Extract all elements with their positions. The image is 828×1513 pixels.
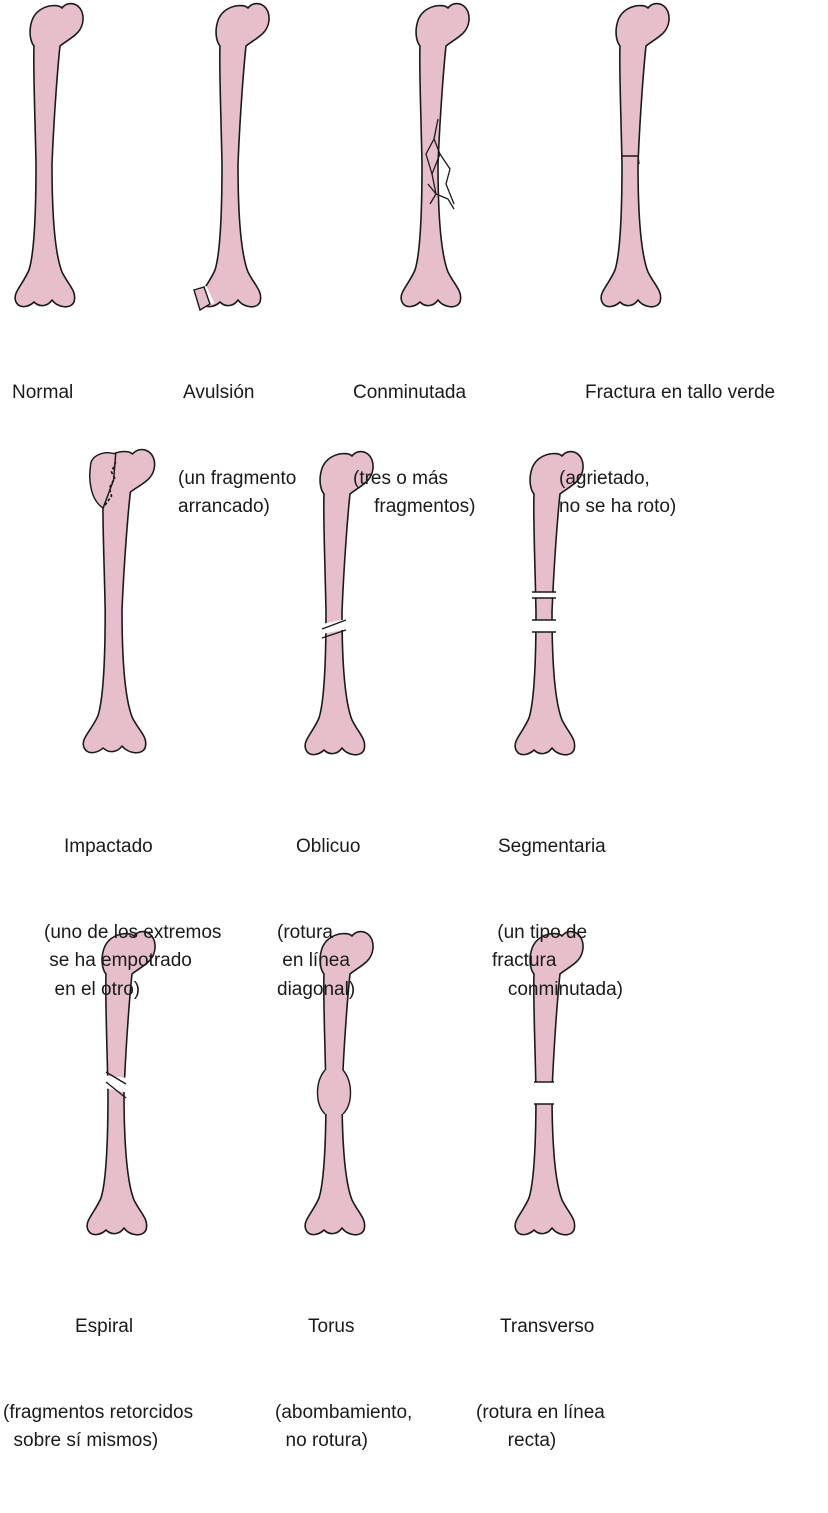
- title-comminuted: Conminutada: [353, 382, 467, 403]
- title-avulsion: Avulsión: [183, 382, 255, 403]
- caption-segmental: Segmentaria (un tipo de fractura conminu…: [492, 776, 623, 1061]
- detail-oblique: (rotura en línea diagonal): [277, 921, 356, 1000]
- caption-transverse: Transverso (rotura en línea recta): [476, 1256, 605, 1513]
- caption-torus: Torus (abombamiento, no rotura): [275, 1256, 412, 1513]
- title-greenstick: Fractura en tallo verde: [585, 382, 776, 403]
- detail-transverse: (rotura en línea recta): [476, 1401, 605, 1452]
- title-torus: Torus: [308, 1316, 355, 1337]
- title-transverse: Transverso: [500, 1316, 595, 1337]
- fracture-types-diagram: Normal Avulsión (un fragmento arrancado)…: [3, 2, 776, 1451]
- detail-comminuted: (tres o más fragmentos): [353, 467, 476, 518]
- bone-greenstick: [600, 2, 670, 308]
- detail-impacted: (uno de los extremos se ha empotrado en …: [44, 921, 222, 1000]
- title-oblique: Oblicuo: [296, 836, 361, 857]
- bone-comminuted: [400, 2, 470, 308]
- bone-segmental: [514, 450, 584, 756]
- impacted-head: [89, 452, 117, 510]
- caption-impacted: Impactado (uno de los extremos se ha emp…: [44, 776, 221, 1061]
- detail-spiral: (fragmentos retorcidos sobre sí mismos): [3, 1401, 194, 1452]
- caption-normal: Normal: [12, 322, 73, 465]
- caption-oblique: Oblicuo (rotura en línea diagonal): [262, 776, 360, 1061]
- bone-avulsion: [193, 2, 270, 312]
- caption-greenstick: Fractura en tallo verde (agrietado, no s…: [559, 322, 776, 579]
- bone-oblique: [304, 450, 374, 756]
- detail-avulsion: (un fragmento arrancado): [178, 467, 297, 518]
- detail-torus: (abombamiento, no rotura): [275, 1401, 413, 1452]
- title-segmental: Segmentaria: [498, 836, 606, 857]
- detail-segmental: (un tipo de fractura conminutada): [492, 921, 623, 1000]
- bone-illustrations: [14, 2, 670, 1236]
- bone-impacted: [82, 448, 156, 754]
- torus-bulge: [316, 1069, 352, 1115]
- title-normal: Normal: [12, 382, 74, 403]
- avulsion-fragment: [193, 286, 211, 312]
- bone-normal: [14, 2, 84, 308]
- comminuted-cracks: [425, 118, 455, 210]
- title-impacted: Impactado: [64, 836, 153, 857]
- title-spiral: Espiral: [75, 1316, 134, 1337]
- bone-torus: [304, 930, 374, 1236]
- caption-spiral: Espiral (fragmentos retorcidos sobre sí …: [3, 1256, 193, 1513]
- detail-greenstick: (agrietado, no se ha roto): [559, 467, 677, 518]
- caption-avulsion: Avulsión (un fragmento arrancado): [178, 322, 296, 579]
- caption-comminuted: Conminutada (tres o más fragmentos): [353, 322, 476, 579]
- greenstick-crack: [622, 155, 640, 165]
